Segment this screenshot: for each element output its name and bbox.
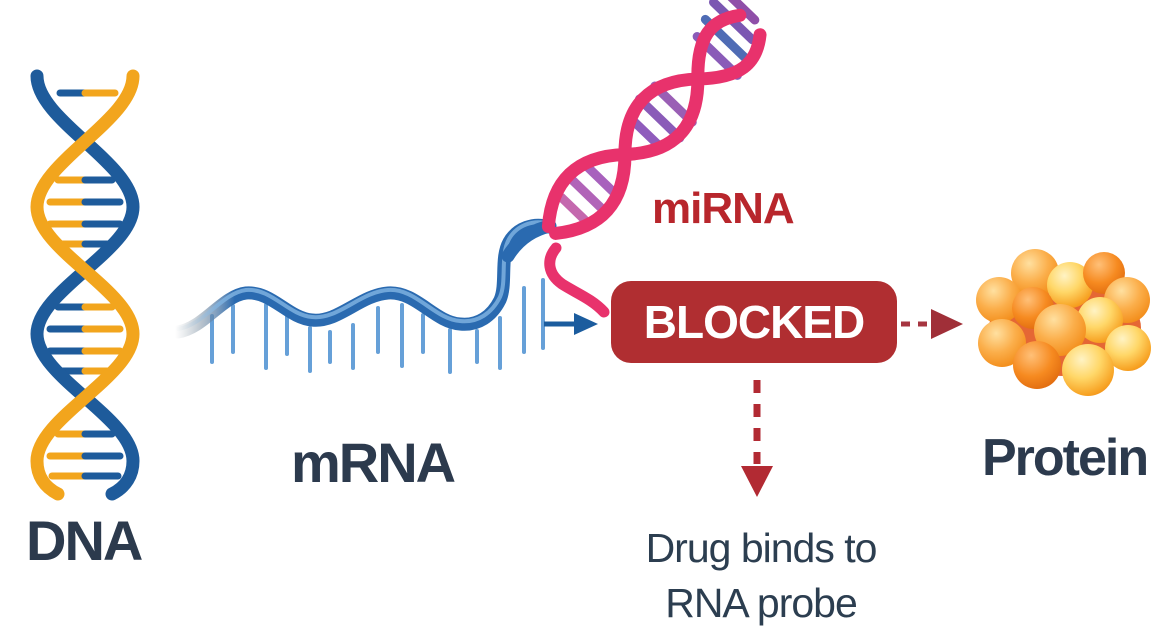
mrna-base-ticks [210,278,545,374]
dna-helix-illustration [30,69,140,501]
mirna-strand-front [549,28,767,240]
drug-note: Drug binds to RNA probe [600,521,922,631]
mrna-label: mRNA [291,431,456,494]
dna-strand-gold [30,69,140,501]
dashed-down-arrow-icon [741,466,773,497]
mirna-helix-illustration [541,0,767,240]
mirna-label: miRNA [652,184,795,233]
dna-rungs [46,89,124,480]
dna-strand-blue [30,69,140,501]
dna-label: DNA [26,509,143,572]
dashed-right-arrow-icon [931,309,963,339]
arrow-blocked-to-note [741,380,773,497]
drug-note-line2: RNA probe [665,580,858,626]
protein-cluster-illustration [976,249,1151,396]
mirna-tail-curl [544,242,610,318]
blocked-badge: BLOCKED [611,281,897,363]
protein-label: Protein [982,429,1149,487]
right-arrow-icon [574,313,598,335]
mrna-strand-illustration [171,218,557,374]
drug-note-line1: Drug binds to [645,525,878,571]
mirna-strand-back [541,8,747,234]
arrow-blocked-to-protein [901,309,963,339]
arrow-mrna-to-blocked [544,313,598,335]
mirna-rungs [556,0,760,225]
